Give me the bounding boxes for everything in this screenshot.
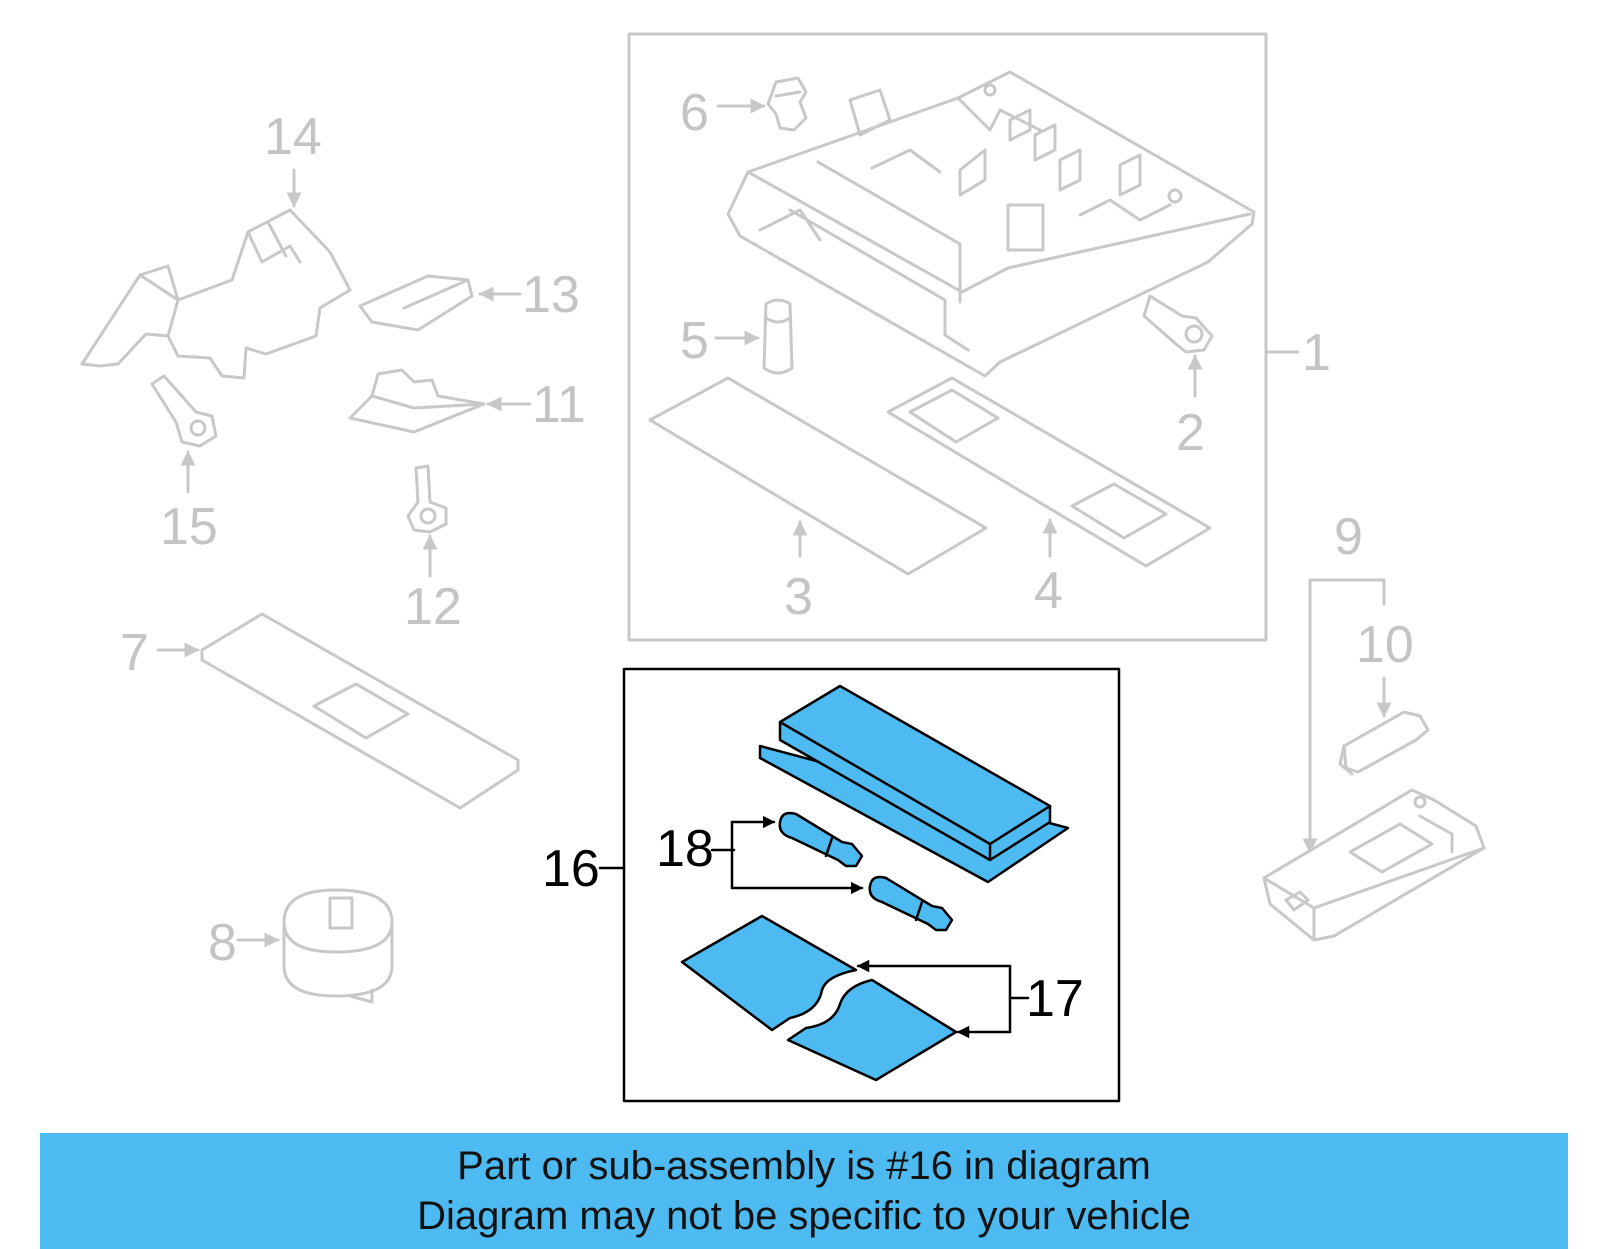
screw-part-2 <box>1142 294 1214 398</box>
bulb-part-10 <box>1338 676 1430 776</box>
callout-16: 16 <box>542 840 600 898</box>
callout-15: 15 <box>160 498 218 556</box>
callout-7: 7 <box>120 624 149 682</box>
clip-part-6 <box>716 76 808 132</box>
banner-line-1: Part or sub-assembly is #16 in diagram <box>457 1144 1151 1188</box>
callout-10: 10 <box>1356 616 1414 674</box>
screw-part-12 <box>406 464 448 578</box>
panel-part-4 <box>886 376 1212 568</box>
assembly-16-group[interactable] <box>598 667 1121 1103</box>
bracket-part-14 <box>80 168 352 380</box>
console-housing-part <box>726 70 1256 378</box>
clip-part-13 <box>358 274 522 332</box>
knob-part-8 <box>236 888 394 1004</box>
callout-2: 2 <box>1176 404 1205 462</box>
info-banner: Part or sub-assembly is #16 in diagram D… <box>40 1133 1568 1249</box>
callout-14: 14 <box>264 108 322 166</box>
bulbs-part-18[interactable] <box>710 811 954 932</box>
screw-part-15 <box>150 374 218 494</box>
assembly-1-group <box>627 32 1300 642</box>
banner-line-2: Diagram may not be specific to your vehi… <box>417 1194 1191 1238</box>
callout-3: 3 <box>784 568 813 626</box>
lamp-assembly-part-16[interactable] <box>758 684 1070 884</box>
assembly-1-frame <box>627 32 1268 642</box>
callout-1: 1 <box>1302 324 1331 382</box>
lens-pads-part-17[interactable] <box>680 914 1030 1082</box>
callout-11: 11 <box>532 376 586 434</box>
callout-12: 12 <box>404 578 462 636</box>
assembly-16-frame <box>622 667 1121 1103</box>
callout-13: 13 <box>522 266 580 324</box>
bulb-part-5 <box>714 298 794 375</box>
callout-9: 9 <box>1334 508 1363 566</box>
callout-4: 4 <box>1034 562 1063 620</box>
lamp-part-9 <box>1262 578 1486 942</box>
strip-part-7 <box>156 612 520 810</box>
clip-part-11 <box>348 368 532 434</box>
pad-part-3 <box>648 376 988 576</box>
callout-8: 8 <box>208 914 237 972</box>
callout-5: 5 <box>680 312 709 370</box>
callout-6: 6 <box>680 84 709 142</box>
callout-18: 18 <box>656 820 714 878</box>
callout-17: 17 <box>1026 970 1084 1028</box>
